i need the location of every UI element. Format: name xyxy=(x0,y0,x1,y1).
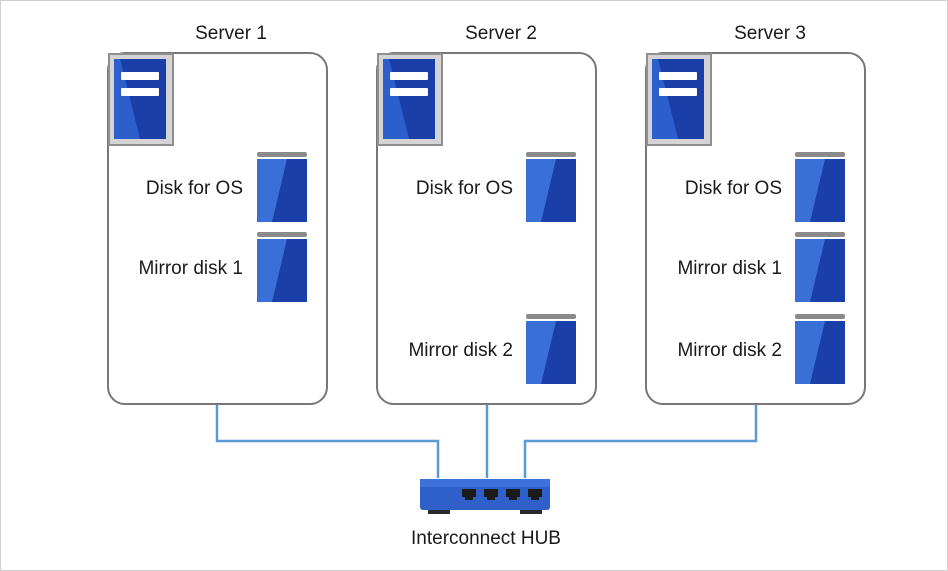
server-icon xyxy=(108,53,174,146)
server-3-mirror-disk-1-label: Mirror disk 1 xyxy=(677,258,782,279)
server-3-title: Server 3 xyxy=(734,23,806,44)
server-2-disk-os-label: Disk for OS xyxy=(415,178,513,199)
server-icon xyxy=(646,53,712,146)
server-3-disk-os-label: Disk for OS xyxy=(684,178,782,199)
disk-icon xyxy=(526,152,576,222)
disk-icon xyxy=(526,314,576,384)
server-2-title: Server 2 xyxy=(465,23,537,44)
network-hub-icon xyxy=(420,479,550,514)
disk-icon xyxy=(257,152,307,222)
server-2-mirror-disk-2-label: Mirror disk 2 xyxy=(408,340,513,361)
server-1-mirror-disk-1-label: Mirror disk 1 xyxy=(138,258,243,279)
server-1-disk-os-label: Disk for OS xyxy=(145,178,243,199)
disk-icon xyxy=(795,152,845,222)
server-1 xyxy=(107,52,328,405)
server-icon xyxy=(377,53,443,146)
wire-server-3 xyxy=(523,405,758,478)
disk-icon xyxy=(795,232,845,302)
wire-server-1 xyxy=(215,405,440,478)
hub-label: Interconnect HUB xyxy=(411,528,561,549)
server-3-mirror-disk-2-label: Mirror disk 2 xyxy=(677,340,782,361)
disk-icon xyxy=(795,314,845,384)
disk-icon xyxy=(257,232,307,302)
server-1-title: Server 1 xyxy=(195,23,267,44)
